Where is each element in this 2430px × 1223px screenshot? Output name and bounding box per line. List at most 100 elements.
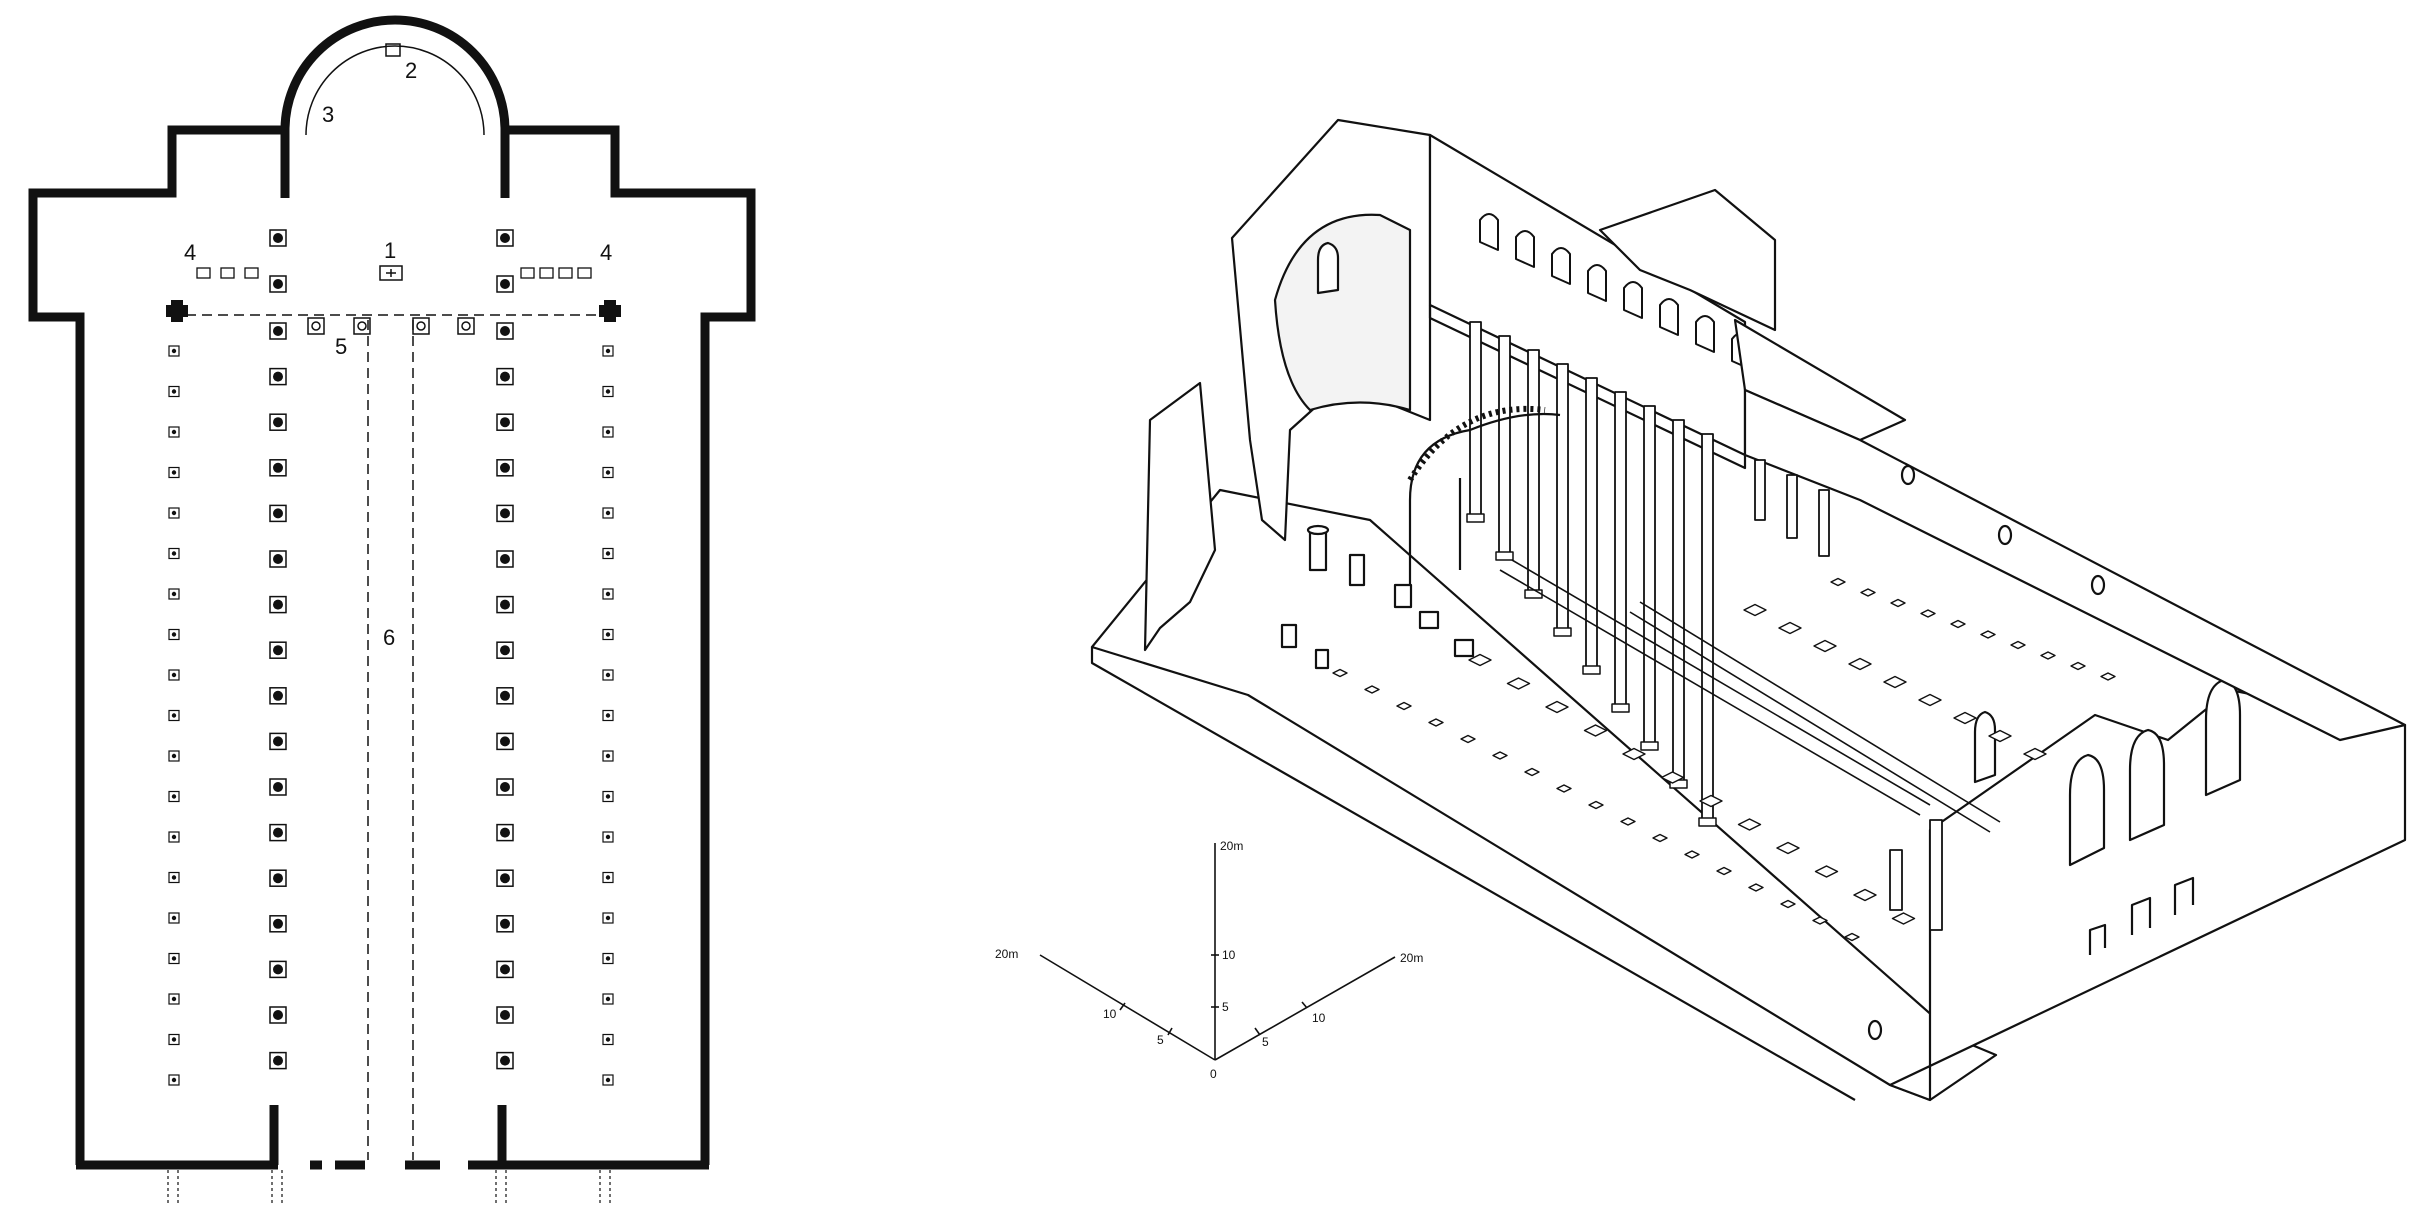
plan-column [269,367,287,386]
iso-column-base [1980,630,1996,639]
plan-column [269,778,287,796]
plan-column [496,367,514,386]
scale-zero: 0 [1210,1067,1217,1081]
iso-column-base [1332,668,1348,678]
plan-pier [168,588,180,600]
iso-column-base [1883,675,1907,689]
iso-column-base [1814,865,1839,878]
iso-right-wall-oculi [1867,464,2106,1041]
iso-column-base [1776,841,1800,855]
iso-column-base [1778,621,1802,635]
plan-pier [168,709,180,722]
iso-column-base [1953,711,1977,725]
plan-column [269,1051,287,1070]
plan-pier [602,912,614,924]
iso-column-base [1583,724,1608,737]
plan-pier [602,345,614,357]
iso-column-base [1812,916,1828,925]
iso-column-base [2023,747,2047,761]
plan-column [496,504,514,523]
plan-label-solea: 6 [383,625,395,650]
iso-column [1614,391,1627,711]
plan-chancel-columns [307,317,475,335]
iso-column-base [1622,747,1646,761]
iso-right-long-wall [1743,388,2407,742]
plan-label-apse: 3 [322,102,334,127]
iso-column-base [1652,833,1668,843]
iso-column-base [1684,850,1700,859]
plan-column [269,869,287,887]
plan-label-pastophoria-left: 4 [184,240,196,265]
plan-pier [168,628,180,641]
plan-pier [168,385,180,398]
plan-outer-wall [28,15,756,1165]
plan-pier [168,1033,180,1046]
iso-column-base [1460,734,1476,744]
clerestory-window [1479,213,1499,251]
iso-column-base [1620,817,1636,826]
scale-left-end: 20m [995,947,1018,961]
plan-label-pastophoria-right: 4 [600,240,612,265]
scale-axes [1039,843,1396,1061]
clerestory-window [1587,264,1607,302]
plan-column [269,322,287,340]
plan-column [496,869,514,887]
scale-labels: 20m 10 5 0 20m 10 5 20m 10 5 [995,839,1423,1081]
plan-pastophoria-boxes [196,267,592,279]
iso-facade-windows [1973,678,2242,867]
plan-pier [602,831,614,843]
iso-facade-wall [1888,688,2407,1102]
iso-column-base [1737,818,1762,831]
clerestory-window [1623,281,1643,319]
plan-column [269,459,287,477]
iso-stylobates [1499,559,2001,833]
iso-column-base [1830,577,1846,587]
plan-label-altar: 1 [384,238,396,263]
floor-plan: 1 2 3 4 4 5 6 [28,15,756,1205]
plan-label-cathedra: 2 [405,58,417,83]
scale-left-mid: 10 [1103,1007,1117,1021]
scale-vertical-mid: 10 [1222,948,1236,962]
plan-pier [168,547,180,560]
clerestory-window [1695,315,1715,353]
iso-column [1527,349,1540,597]
plan-pier [168,993,180,1005]
iso-column [1556,363,1569,635]
plan-pier [168,426,180,438]
iso-column-base [1813,639,1837,653]
iso-column-base [1890,598,1906,608]
plan-column [496,687,514,705]
plan-column [269,915,287,933]
iso-rear-gable [1598,188,1777,332]
iso-column-base [1492,751,1508,760]
plan-label-chancel: 5 [335,334,347,359]
plan-pier [168,790,180,803]
plan-pier [602,1074,614,1086]
iso-column-base [1844,932,1860,942]
plan-column [269,595,287,614]
plan-column [269,641,287,659]
plan-pier [602,871,614,884]
iso-column-base [1699,794,1723,808]
plan-transept-columns [269,229,514,293]
iso-column-base [1588,800,1604,810]
plan-column [496,459,514,477]
plan-pier [168,831,180,843]
plan-column [496,960,514,979]
iso-column-base [1988,729,2012,743]
iso-column-base [1780,899,1796,909]
plan-pier [602,628,614,641]
iso-column [1585,377,1598,673]
plan-door-marks [167,1170,611,1205]
plan-column [496,823,514,842]
iso-column [1672,419,1685,787]
plan-pier [602,547,614,560]
iso-column [1498,335,1511,559]
scale-right-low: 5 [1262,1035,1269,1049]
plan-pier [602,385,614,398]
iso-column-base [1743,603,1767,617]
plan-column [269,1006,287,1024]
plan-pier [602,993,614,1005]
iso-column-base [1920,609,1936,618]
isometric-reconstruction [1090,118,2407,1102]
